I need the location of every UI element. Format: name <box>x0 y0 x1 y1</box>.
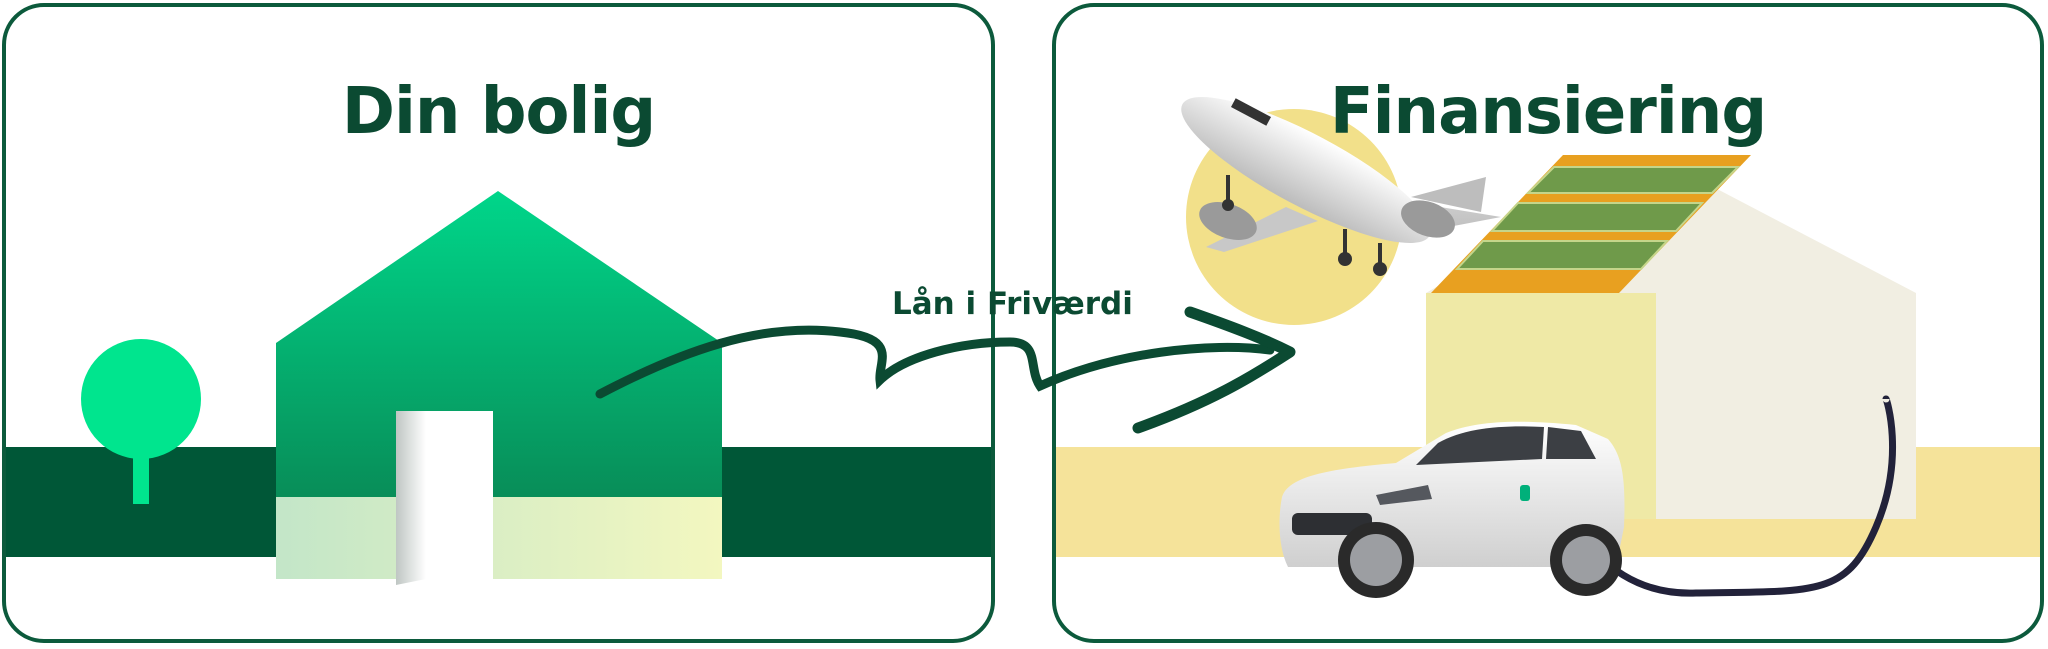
arrow-label: Lån i Friværdi <box>892 286 1133 322</box>
home-illustration <box>6 191 991 585</box>
house-icon <box>276 191 722 585</box>
car-grille <box>1292 513 1372 535</box>
right-panel: Finansiering <box>1052 3 2044 643</box>
airplane-icon <box>1181 96 1501 276</box>
left-panel-title: Din bolig <box>341 75 656 149</box>
charge-port-icon <box>1520 485 1530 501</box>
left-panel: Din bolig <box>2 3 995 643</box>
door-icon <box>396 411 426 585</box>
solar-panels-icon <box>1454 166 1741 270</box>
tree-icon <box>81 339 201 504</box>
financing-illustration <box>1056 96 2040 598</box>
right-panel-title: Finansiering <box>1329 75 1767 149</box>
electric-car-icon <box>1279 421 1625 598</box>
